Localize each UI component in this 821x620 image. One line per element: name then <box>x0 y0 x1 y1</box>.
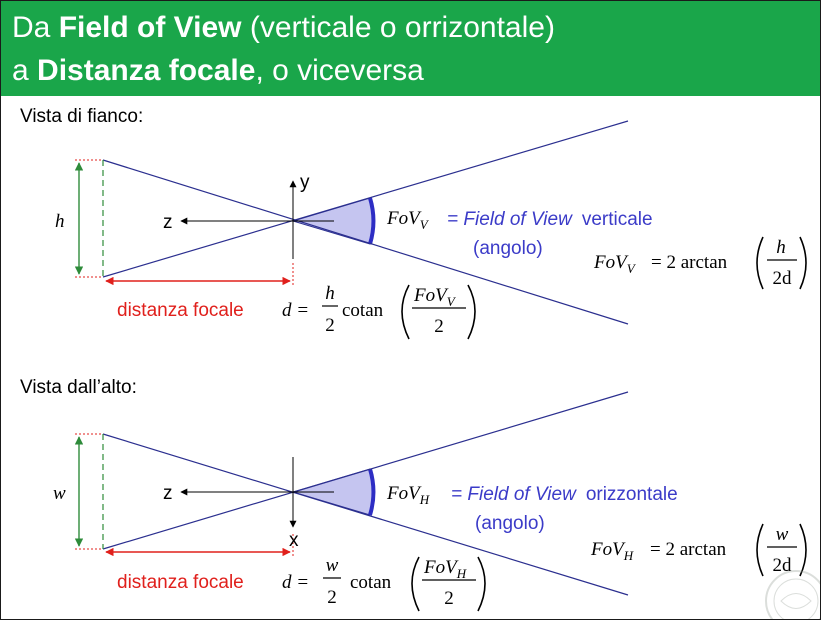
title-2-suffix: , o viceversa <box>255 54 424 87</box>
top-focal-label: distanza focale <box>117 572 244 593</box>
top-angle-note: (angolo) <box>475 513 545 534</box>
title-line-1: Da Field of View (verticale o orrizontal… <box>12 10 555 46</box>
side-ray-upper <box>102 159 629 325</box>
side-fov-symbol: FoVV <box>386 208 430 232</box>
top-formula-fov-rhs: = 2 arctan <box>650 539 727 560</box>
top-formula-fov-rparen <box>799 523 807 577</box>
top-formula-d-lhs: d = <box>282 572 309 593</box>
title-1-suffix: (verticale o orrizontale) <box>241 11 555 44</box>
side-formula-d-lparen <box>401 284 410 340</box>
top-fov-symbol-main: FoV <box>386 483 422 504</box>
side-fov-orientation: verticale <box>582 209 653 230</box>
side-fov-definition-text: = Field of View <box>447 209 573 230</box>
top-fov-symbol-sub: H <box>419 492 430 507</box>
side-formula-d-lhs: d = <box>282 300 309 321</box>
side-formula-fov-rparen <box>799 236 807 290</box>
side-formula-d-inner-den: 2 <box>434 316 444 337</box>
top-fov-definition-text: = Field of View <box>451 484 577 505</box>
side-formula-fov-num: h <box>776 237 786 258</box>
top-z-label: z <box>163 483 173 504</box>
top-view-label: Vista dall’alto: <box>20 377 137 398</box>
top-formula-d-inner-num-main: FoV <box>423 557 459 578</box>
top-formula-d-inner-num-sub: H <box>456 566 467 581</box>
side-fov-symbol-sub: V <box>420 217 430 232</box>
side-formula-fov-rhs: = 2 arctan <box>651 252 728 273</box>
side-angle-note: (angolo) <box>473 238 543 259</box>
top-formula-fov-lparen <box>756 523 764 577</box>
side-formula-fov-lhs-main: FoV <box>593 252 629 273</box>
top-formula-d-inner-den: 2 <box>444 588 454 609</box>
top-formula-d-func: cotan <box>350 572 392 593</box>
top-w-label: w <box>53 483 66 504</box>
side-formula-d-inner-num-sub: V <box>447 294 457 309</box>
seal-watermark <box>765 570 820 619</box>
side-formula-fov-lhs-sub: V <box>627 261 637 276</box>
top-ray-lower <box>102 391 629 550</box>
title-2-bold: Distanza focale <box>37 54 256 87</box>
side-formula-d-den: 2 <box>325 315 335 336</box>
side-ray-lower <box>102 120 629 278</box>
side-focal-label: distanza focale <box>117 300 244 321</box>
top-formula-d-inner-num: FoVH <box>423 557 467 581</box>
slide-header: Da Field of View (verticale o orrizontal… <box>1 1 820 96</box>
side-fov-arc <box>368 197 376 245</box>
top-formula-d-num: w <box>326 555 339 576</box>
side-formula-d-inner-num: FoVV <box>413 285 457 309</box>
title-1-bold: Field of View <box>58 11 242 44</box>
side-formula-fov-den: 2d <box>773 268 793 289</box>
side-formula-d-inner-num-main: FoV <box>413 285 449 306</box>
top-formula-fov-den: 2d <box>773 555 793 576</box>
side-formula-fov-lhs: FoVV <box>593 252 637 276</box>
side-formula-fov-den-text: 2d <box>773 268 793 289</box>
top-formula-fov-num: w <box>776 524 789 545</box>
title-line-2: a Distanza focale, o viceversa <box>12 53 424 89</box>
top-formula-fov-lhs-main: FoV <box>590 539 626 560</box>
side-fov-symbol-main: FoV <box>386 208 422 229</box>
top-formula-fov-lhs-sub: H <box>623 548 634 563</box>
side-view-label: Vista di fianco: <box>20 106 144 127</box>
top-formula-fov-lhs: FoVH <box>590 539 634 563</box>
side-formula-d-func: cotan <box>342 300 384 321</box>
side-formula-fov-lparen <box>756 236 764 290</box>
top-formula-d-lparen <box>411 556 420 612</box>
top-x-label: x <box>289 530 299 551</box>
top-fov-definition: = Field of View orizzontale <box>451 484 678 505</box>
title-2-prefix: a <box>12 54 38 87</box>
title-1-prefix: Da <box>12 11 59 44</box>
side-formula-d-num: h <box>325 283 335 304</box>
top-fov-orientation: orizzontale <box>586 484 678 505</box>
side-fov-definition: = Field of View verticale <box>447 209 653 230</box>
side-h-label: h <box>55 211 65 232</box>
top-fov-arc <box>368 468 376 516</box>
side-z-label: z <box>163 212 173 233</box>
side-formula-d-rparen <box>467 284 476 340</box>
top-ray-upper <box>102 433 629 596</box>
top-formula-d-den: 2 <box>327 587 337 608</box>
top-formula-d-rparen <box>477 556 486 612</box>
top-fov-symbol: FoVH <box>386 483 430 507</box>
side-y-label: y <box>300 172 310 193</box>
